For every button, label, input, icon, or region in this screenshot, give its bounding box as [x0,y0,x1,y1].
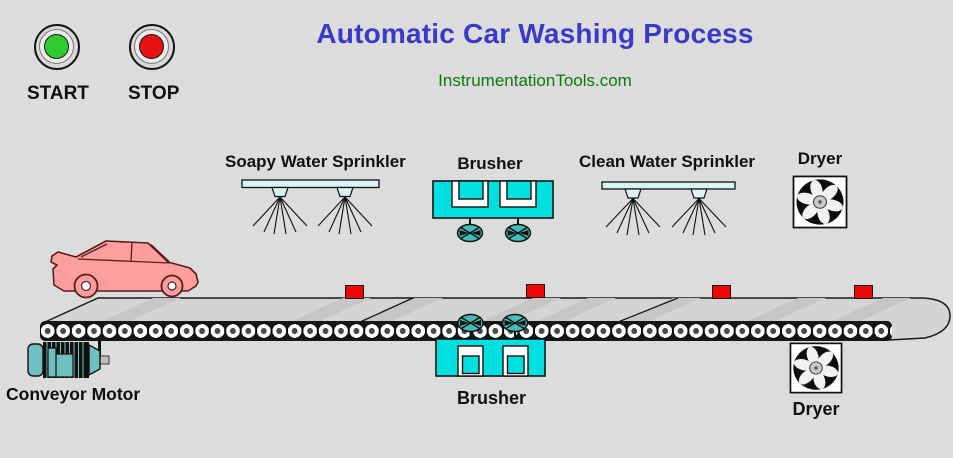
brush-roller-icon [457,313,529,333]
brush-roller-icon [456,223,532,243]
stop-button[interactable] [129,24,175,70]
clean-sprinkler-label: Clean Water Sprinkler [579,152,756,171]
car-icon [50,240,199,299]
soapy-sprinkler-label: Soapy Water Sprinkler [225,152,406,171]
brusher-top-label: Brusher [457,154,523,173]
site-name: InstrumentationTools.com [438,71,632,90]
start-button-label: START [27,83,89,104]
sensor-block-3 [712,285,731,299]
start-button[interactable] [34,24,80,70]
soapy-sprinkler-icon [241,179,380,235]
conveyor-motor-label: Conveyor Motor [6,384,141,404]
stop-button-label: STOP [128,83,180,104]
dryer-top-label: Dryer [797,149,843,168]
clean-sprinkler-icon [601,181,736,236]
conveyor-motor-icon [27,342,110,378]
dryer-top-fan-icon [792,175,848,229]
motor-shaft-link [98,338,101,359]
brusher-bottom-label: Brusher [456,388,527,408]
start-button-lamp [44,34,69,59]
dryer-bottom-label: Dryer [792,399,840,419]
sensor-block-4 [854,285,873,299]
sensor-block-1 [345,285,364,299]
conveyor-belt [44,297,951,341]
stop-button-lamp [139,34,164,59]
brusher-bottom-icon [435,313,546,377]
page-title: Automatic Car Washing Process [316,18,754,49]
sensor-block-2 [526,284,545,298]
dryer-bottom-fan-icon [789,342,843,394]
brusher-top-icon [432,180,554,243]
